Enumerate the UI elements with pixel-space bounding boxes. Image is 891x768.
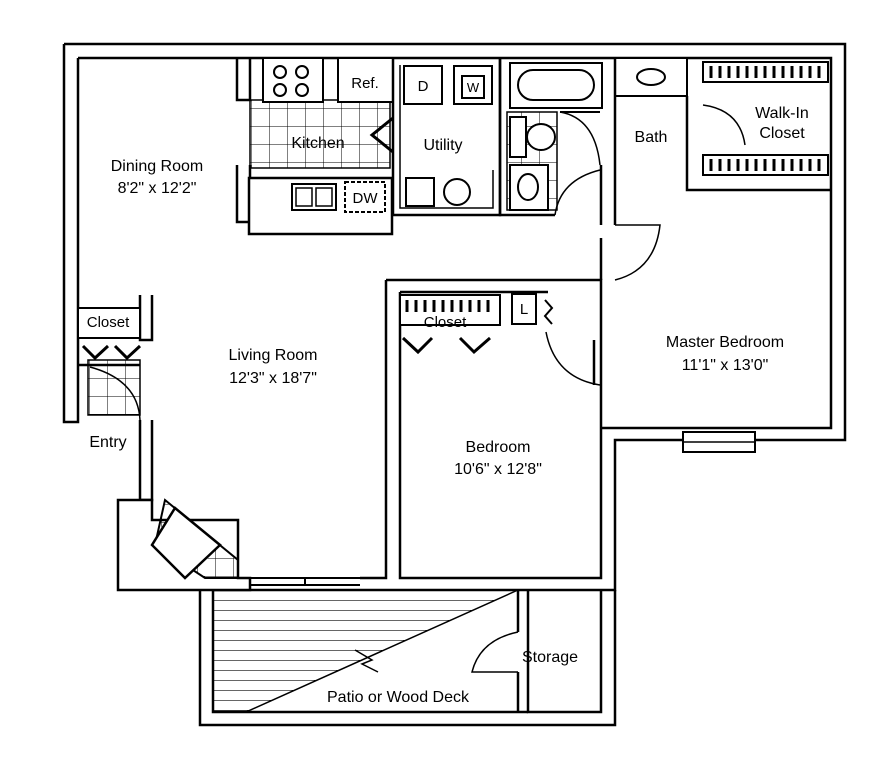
master-bedroom-label: Master Bedroom (666, 334, 784, 351)
utility-room (391, 58, 502, 217)
bedroom-closet-label: Closet (424, 314, 467, 331)
utility-label: Utility (423, 137, 462, 154)
bedroom-label: Bedroom (466, 439, 531, 456)
sliding-door (250, 577, 360, 586)
kitchen-area (247, 57, 394, 236)
bath-room (498, 57, 688, 225)
walkin-closet (685, 61, 831, 192)
dishwasher-label: DW (353, 190, 379, 207)
dryer-label: D (418, 78, 429, 95)
walkin-closet-label-2: Closet (759, 125, 805, 142)
linen-label: L (520, 301, 528, 318)
washer-label: W (467, 80, 480, 95)
bedroom-walls (360, 238, 603, 580)
walkin-closet-label-1: Walk-In (755, 105, 809, 122)
dining-room-dims: 8'2" x 12'2" (118, 180, 197, 197)
hall-door (614, 224, 661, 281)
entry-closet-label: Closet (87, 314, 130, 331)
living-room-dims: 12'3" x 18'7" (229, 370, 317, 387)
bath-label: Bath (635, 129, 668, 146)
kitchen-label: Kitchen (291, 135, 344, 152)
master-bedroom-dims: 11'1" x 13'0" (682, 357, 769, 374)
patio-area (198, 589, 617, 727)
patio-label: Patio or Wood Deck (327, 689, 470, 706)
bedroom-closet (399, 293, 601, 386)
entry-area (77, 307, 154, 502)
dining-walls (138, 58, 252, 342)
bedroom-dims: 10'6" x 12'8" (454, 461, 542, 478)
storage-label: Storage (522, 649, 578, 666)
living-room-label: Living Room (229, 347, 318, 364)
dining-room-label: Dining Room (111, 158, 203, 175)
entry-label: Entry (89, 434, 126, 451)
refrigerator-label: Ref. (351, 75, 379, 92)
fireplace (116, 498, 252, 592)
